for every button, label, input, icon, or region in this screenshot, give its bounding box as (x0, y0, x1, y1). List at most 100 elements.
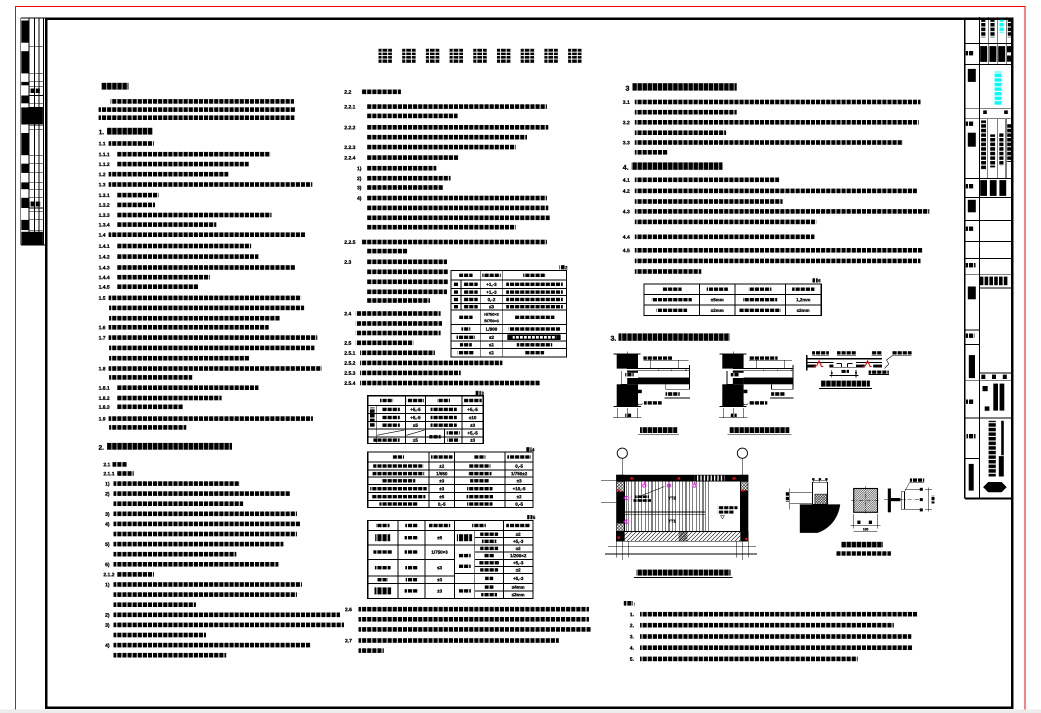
svg-text:3): 3) (357, 185, 362, 191)
svg-text:±3: ±3 (437, 588, 442, 593)
svg-text:1.3.3: 1.3.3 (99, 213, 110, 219)
svg-text:4: 4 (532, 447, 535, 452)
svg-text:≤3mm: ≤3mm (512, 592, 525, 597)
svg-text:1.9: 1.9 (99, 417, 106, 423)
svg-text:1.8.2: 1.8.2 (99, 396, 110, 402)
svg-text:≤3: ≤3 (437, 565, 442, 570)
svg-text:±2: ±2 (516, 532, 521, 537)
svg-text:4.: 4. (630, 646, 635, 652)
svg-text:2.5: 2.5 (344, 341, 351, 347)
svg-text:L/900: L/900 (486, 327, 498, 332)
svg-text:1/200×2: 1/200×2 (510, 553, 527, 558)
svg-text:2: 2 (565, 265, 568, 270)
svg-text:±10: ±10 (469, 415, 477, 420)
svg-text:1.3.4: 1.3.4 (99, 223, 110, 229)
svg-text:6: 6 (818, 278, 821, 283)
svg-text:1.1.1: 1.1.1 (99, 152, 110, 158)
svg-text:2.: 2. (98, 445, 104, 452)
svg-text:0,-5: 0,-5 (515, 464, 523, 469)
svg-text:1.1.2: 1.1.2 (99, 162, 110, 168)
svg-text:4.2: 4.2 (623, 189, 630, 195)
svg-text:±2: ±2 (516, 546, 521, 551)
svg-text:3): 3) (105, 512, 110, 518)
svg-text:3): 3) (105, 623, 110, 629)
svg-text:2.2.4: 2.2.4 (344, 156, 355, 162)
svg-text:1/750±2: 1/750±2 (511, 471, 528, 476)
svg-text:1.4: 1.4 (99, 233, 106, 239)
svg-text:+5,-5: +5,-5 (410, 415, 421, 420)
svg-text:1): 1) (357, 166, 362, 172)
svg-text:6): 6) (105, 562, 110, 568)
svg-text:1.8.1: 1.8.1 (99, 386, 110, 392)
svg-text:2.5.1: 2.5.1 (344, 351, 355, 357)
svg-text:2.2: 2.2 (344, 90, 351, 96)
svg-text:4): 4) (105, 643, 110, 649)
svg-text:1,2mm: 1,2mm (796, 297, 810, 302)
svg-text:±5mm: ±5mm (711, 297, 724, 302)
svg-text:1.: 1. (630, 612, 635, 618)
svg-text:YT2: YT2 (668, 495, 676, 500)
svg-text:+5,-3: +5,-3 (513, 560, 524, 565)
svg-text:+5,-5: +5,-5 (410, 407, 421, 412)
svg-text:1.4.5: 1.4.5 (99, 285, 110, 291)
svg-text:2.5.4: 2.5.4 (344, 381, 355, 387)
svg-text:+5,-5: +5,-5 (467, 430, 478, 435)
svg-text:1): 1) (105, 582, 110, 588)
svg-text:+1,-3: +1,-3 (486, 290, 497, 295)
svg-text:±5: ±5 (413, 438, 418, 443)
svg-text:2.2.3: 2.2.3 (344, 145, 355, 151)
svg-text:1.2: 1.2 (99, 172, 106, 178)
svg-text:1.4.1: 1.4.1 (99, 244, 110, 250)
svg-text:+1,-3: +1,-3 (486, 282, 497, 287)
svg-text:H/750×3: H/750×3 (484, 313, 498, 317)
svg-text:3.1: 3.1 (623, 100, 630, 106)
svg-text:2.: 2. (630, 623, 635, 629)
svg-text:1.1: 1.1 (99, 141, 106, 147)
svg-text:0,-2: 0,-2 (488, 297, 496, 302)
svg-text:2.2.2: 2.2.2 (344, 125, 355, 131)
svg-text::: : (633, 601, 635, 607)
svg-text:+5,-5: +5,-5 (467, 407, 478, 412)
svg-text:2): 2) (105, 613, 110, 619)
svg-text:YT1: YT1 (668, 518, 676, 523)
svg-text:1/650: 1/650 (436, 471, 448, 476)
svg-text:1.5: 1.5 (99, 296, 106, 302)
svg-text:2.3: 2.3 (344, 260, 351, 266)
svg-text:1.4.2: 1.4.2 (99, 255, 110, 261)
svg-text:4.: 4. (623, 165, 629, 172)
svg-text:2.6: 2.6 (345, 607, 352, 613)
svg-text:±5: ±5 (413, 423, 418, 428)
svg-text:≤4mm: ≤4mm (512, 585, 525, 590)
svg-text:±2: ±2 (517, 494, 522, 499)
svg-text:3.2: 3.2 (623, 120, 630, 126)
svg-text:2.4: 2.4 (344, 311, 351, 317)
svg-text:1/750×3: 1/750×3 (431, 550, 448, 555)
svg-text:2.5.2: 2.5.2 (344, 361, 355, 367)
svg-text:2.1: 2.1 (103, 462, 110, 468)
svg-text:4.3: 4.3 (623, 209, 630, 215)
svg-text:2.1.1: 2.1.1 (103, 471, 114, 477)
svg-text:±3: ±3 (470, 423, 475, 428)
svg-text:0,-5: 0,-5 (515, 502, 523, 507)
svg-text:1.6: 1.6 (99, 325, 106, 331)
svg-text:±2mm: ±2mm (797, 308, 810, 313)
svg-text:+5,-3: +5,-3 (513, 539, 524, 544)
svg-text:1.3: 1.3 (99, 182, 106, 188)
svg-text:4.5: 4.5 (623, 248, 630, 254)
svg-text:2.2.5: 2.2.5 (344, 240, 355, 246)
svg-text:1.4.3: 1.4.3 (99, 265, 110, 271)
svg-text:1.3.2: 1.3.2 (99, 203, 110, 209)
svg-text:≤1: ≤1 (489, 350, 494, 355)
svg-text:±2: ±2 (439, 464, 444, 469)
svg-text:1.8: 1.8 (99, 366, 106, 372)
svg-text:2.2.1: 2.2.1 (344, 105, 355, 111)
svg-text:1.: 1. (99, 129, 105, 136)
svg-text:±3: ±3 (439, 478, 444, 483)
svg-text:4.4: 4.4 (623, 235, 630, 241)
svg-text:5.: 5. (630, 657, 635, 663)
svg-text:±3: ±3 (517, 478, 522, 483)
svg-text:2): 2) (357, 176, 362, 182)
svg-text:≤1: ≤1 (489, 342, 494, 347)
svg-text:≤2: ≤2 (489, 335, 494, 340)
svg-text:4.1: 4.1 (623, 178, 630, 184)
